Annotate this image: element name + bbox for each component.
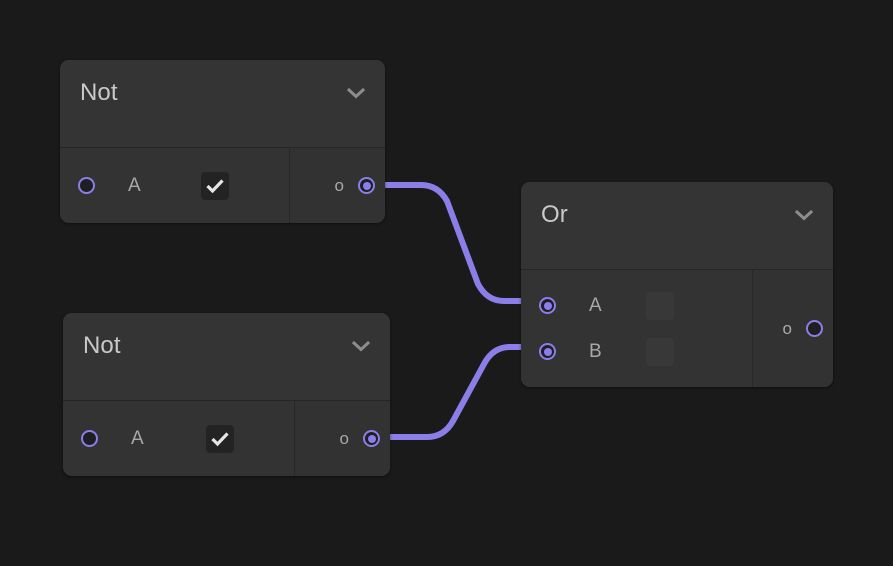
connection-wire-1[interactable] [383, 182, 543, 304]
node-header[interactable]: Not [60, 60, 385, 148]
input-port-row: A [63, 416, 294, 462]
input-port-row: A [521, 283, 752, 329]
input-port-label: A [589, 295, 602, 316]
chevron-down-icon[interactable] [345, 82, 367, 104]
node-header[interactable]: Or [521, 182, 833, 270]
output-port-label: o [334, 176, 344, 195]
output-socket-o[interactable] [358, 177, 375, 194]
input-port-label: A [128, 175, 141, 196]
input-socket-a[interactable] [78, 177, 95, 194]
input-port-label: A [131, 428, 144, 449]
chevron-down-icon[interactable] [793, 204, 815, 226]
output-socket-o[interactable] [363, 430, 380, 447]
node-outputs-column: o [752, 270, 833, 387]
node-outputs-column: o [289, 148, 385, 223]
node-title: Not [83, 332, 121, 359]
checkbox-b[interactable] [646, 337, 674, 366]
output-port-row: o [753, 306, 833, 352]
node-title: Or [541, 201, 568, 228]
node-inputs-column: A [63, 401, 294, 476]
input-port-row: B [521, 329, 752, 375]
output-port-row: o [290, 163, 385, 209]
output-socket-o[interactable] [806, 320, 823, 337]
node-title: Not [80, 79, 118, 106]
output-port-label: o [339, 429, 349, 448]
input-socket-a[interactable] [539, 297, 556, 314]
node-outputs-column: o [294, 401, 390, 476]
output-port-label: o [782, 319, 792, 338]
input-port-label: B [589, 341, 602, 362]
node-inputs-column: A [60, 148, 289, 223]
checkbox-a[interactable] [201, 171, 229, 200]
input-socket-b[interactable] [539, 343, 556, 360]
chevron-down-icon[interactable] [350, 335, 372, 357]
checkbox-a[interactable] [206, 424, 234, 453]
checkbox-a[interactable] [646, 291, 674, 320]
connection-wire-2[interactable] [388, 344, 543, 440]
input-port-row: A [60, 163, 289, 209]
input-socket-a[interactable] [81, 430, 98, 447]
output-port-row: o [295, 416, 390, 462]
node-header[interactable]: Not [63, 313, 390, 401]
